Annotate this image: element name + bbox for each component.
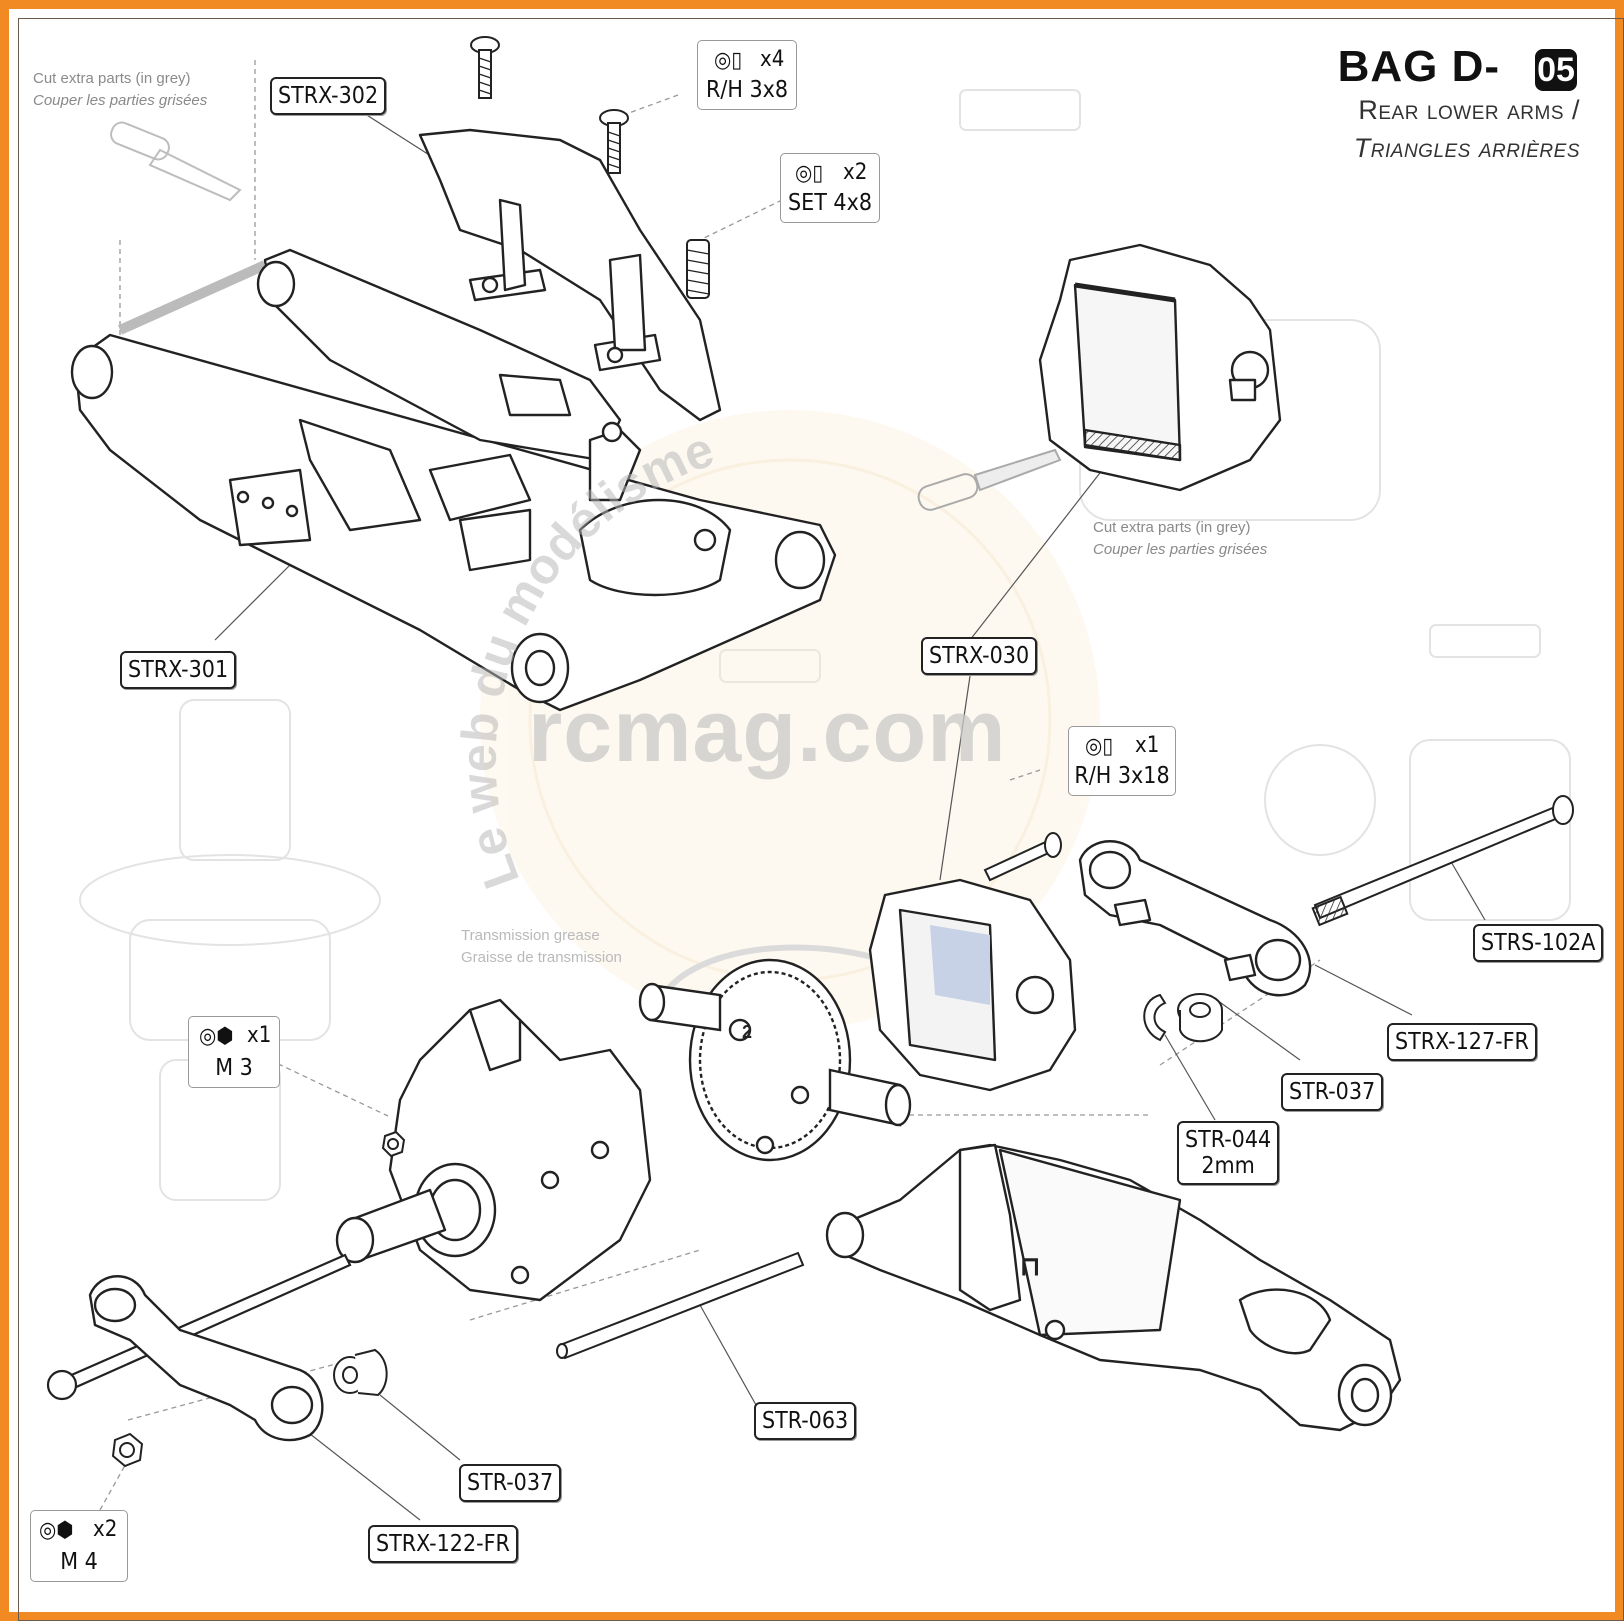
washer-screw-icon-2: ◎▯ — [1085, 734, 1114, 759]
part-label-strs102a: STRS-102A — [1473, 924, 1604, 962]
diff-case-top — [1038, 243, 1282, 492]
washer-screw-icon: ◎▯ — [714, 48, 743, 73]
hardware-m3-spec: M 3 — [215, 1055, 253, 1081]
cut-note-middle-en: Cut extra parts (in grey) — [1093, 519, 1251, 536]
hardware-rh3x18-spec: R/H 3x18 — [1074, 763, 1170, 789]
part-label-str063: STR-063 — [754, 1402, 857, 1440]
hardware-set4x8-qty: x2 — [843, 160, 868, 185]
grease-note-en: Transmission grease — [461, 927, 600, 944]
e-clip-str044 — [1143, 993, 1167, 1042]
cut-knife-icon — [110, 121, 242, 202]
cut-knife-icon-2 — [917, 448, 1062, 511]
cut-note-top-en: Cut extra parts (in grey) — [33, 70, 191, 87]
part-label-strx302: STRX-302 — [270, 77, 387, 115]
rear-lower-arm-top — [70, 248, 837, 712]
arm-insert-top — [418, 128, 722, 422]
set-screw-4x8 — [686, 239, 710, 299]
hardware-m4-spec: M 4 — [60, 1549, 98, 1575]
part-label-str044-size: 2mm — [1201, 1153, 1255, 1179]
svg-text:⊓: ⊓ — [1020, 1251, 1040, 1281]
hardware-set4x8: ◎▯ x2 SET 4x8 — [780, 153, 880, 223]
hardware-rh3x8-spec: R/H 3x8 — [705, 77, 789, 103]
cut-note-top-fr: Couper les parties grisées — [33, 92, 208, 109]
nut-m3 — [381, 1130, 406, 1158]
drive-shaft — [46, 1253, 352, 1401]
hinge-pin-str063 — [556, 1251, 805, 1360]
svg-text:2: 2 — [742, 1022, 752, 1042]
part-label-str044: STR-044 2mm — [1177, 1121, 1280, 1185]
hardware-m3-qty: x1 — [247, 1023, 272, 1048]
hardware-m3: ◎⬢ x1 M 3 — [188, 1016, 280, 1088]
diff-case-bottom — [868, 878, 1077, 1092]
nut-m4 — [111, 1432, 144, 1468]
grease-note-fr: Graisse de transmission — [461, 949, 622, 966]
hardware-set4x8-spec: SET 4x8 — [788, 190, 872, 216]
part-label-str044-code: STR-044 — [1185, 1127, 1272, 1153]
differential-assembly: 2 — [638, 958, 912, 1162]
hardware-m4: ◎⬢ x2 M 4 — [30, 1510, 128, 1582]
subtitle-french: Triangles arrières — [1353, 133, 1580, 163]
bag-title-text: BAG D- — [1337, 42, 1500, 91]
hardware-rh3x8-qty: x4 — [760, 47, 785, 72]
part-label-str037-left: STR-037 — [459, 1464, 562, 1502]
bushing-str037-right — [1177, 993, 1223, 1043]
hinge-pin-strs102a — [1311, 795, 1574, 927]
part-label-strx301: STRX-301 — [120, 651, 237, 689]
callout-lines — [214, 111, 1486, 1521]
watermark-text: rcmag.com — [528, 681, 1007, 780]
washer-nut-icon: ◎⬢ — [199, 1024, 234, 1049]
bag-title: BAG D- — [1338, 42, 1550, 92]
screw-rh3x8-a — [470, 36, 500, 99]
subtitle-english: Rear lower arms / — [1358, 95, 1580, 125]
washer-setscrew-icon: ◎▯ — [795, 161, 824, 186]
washer-nut-icon-2: ◎⬢ — [39, 1518, 74, 1543]
hardware-m4-qty: x2 — [93, 1517, 118, 1542]
part-label-strx122: STRX-122-FR — [368, 1525, 518, 1563]
cut-note-middle: Cut extra parts (in grey) Couper les par… — [1093, 517, 1267, 561]
cut-note-middle-fr: Couper les parties grisées — [1093, 541, 1268, 558]
hardware-rh3x18-qty: x1 — [1135, 733, 1160, 758]
screw-rh3x8-b — [599, 109, 629, 174]
arm-mount-strx127 — [1078, 840, 1312, 997]
part-label-strx127: STRX-127-FR — [1387, 1023, 1537, 1061]
cut-note-top: Cut extra parts (in grey) Couper les par… — [33, 68, 207, 112]
hardware-rh3x18: ◎▯ x1 R/H 3x18 — [1068, 726, 1176, 796]
screw-rh3x18 — [983, 832, 1062, 882]
rear-lower-arm-bottom: ⊓ — [825, 1143, 1402, 1432]
bag-number-badge: 05 — [1535, 49, 1577, 91]
part-label-str037-right: STR-037 — [1281, 1073, 1384, 1111]
part-label-strx030: STRX-030 — [921, 637, 1038, 675]
bushing-str037-left — [333, 1348, 388, 1397]
arm-mount-strx122 — [88, 1275, 324, 1442]
hardware-rh3x8: ◎▯ x4 R/H 3x8 — [697, 40, 797, 110]
grease-note: Transmission grease Graisse de transmiss… — [461, 925, 622, 969]
gearbox-housing — [335, 998, 652, 1302]
